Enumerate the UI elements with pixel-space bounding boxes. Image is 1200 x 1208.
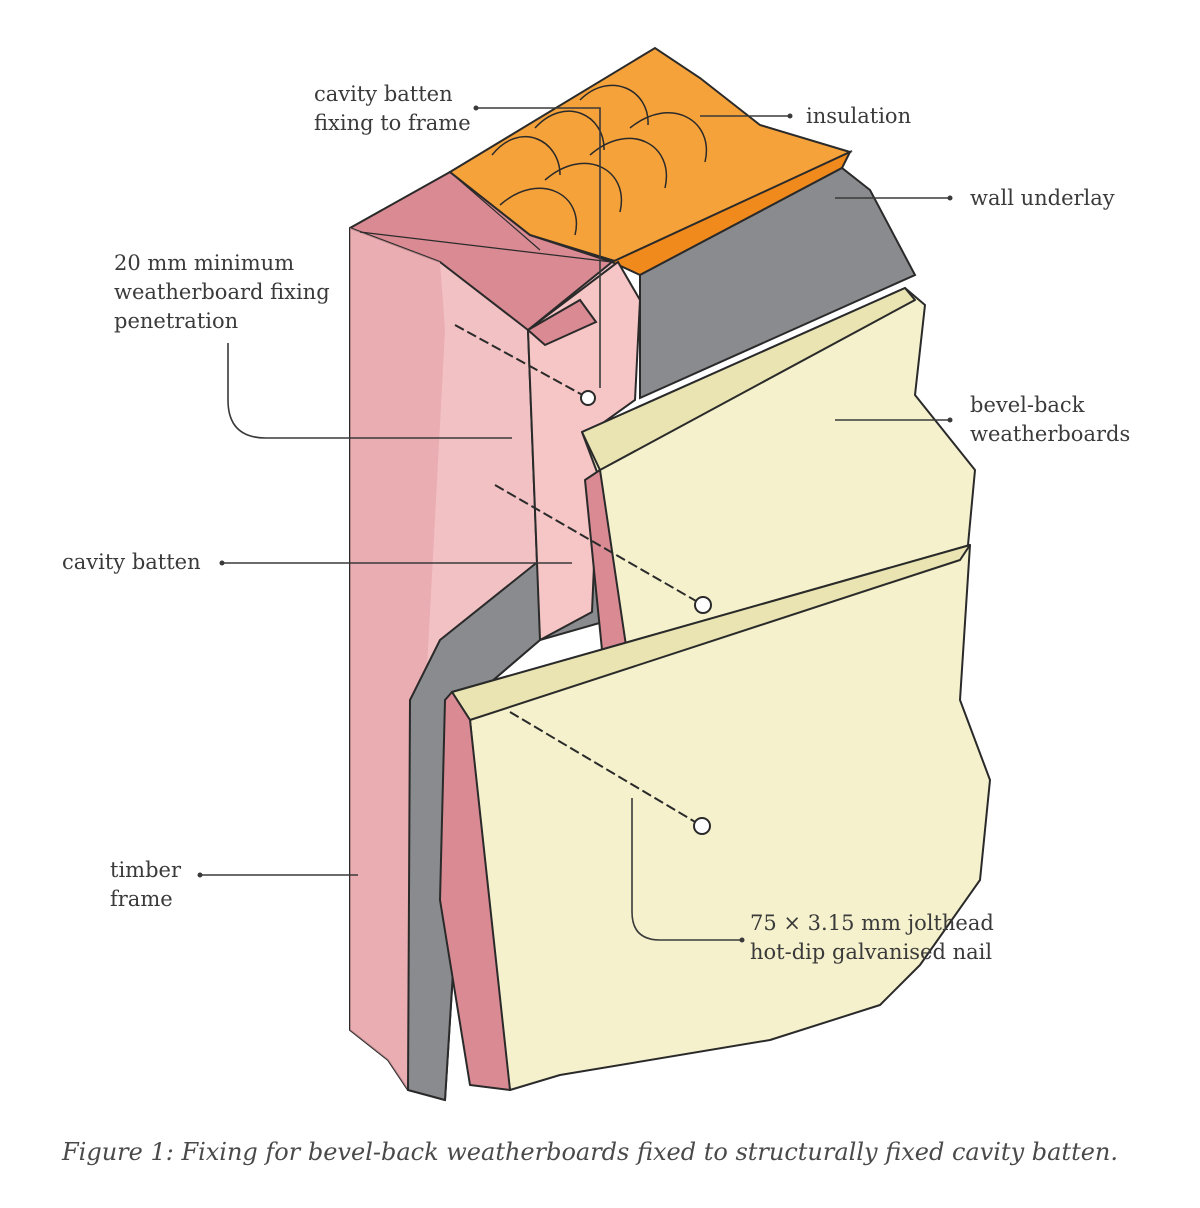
cavity-batten [526,260,642,642]
figure-caption: Figure 1: Fixing for bevel-back weatherb… [62,1138,1119,1166]
label-bevel-back-weatherboards: bevel-back weatherboards [970,393,1131,446]
nails [454,324,712,835]
label-insulation: insulation [806,104,912,128]
label-cavity-batten-fixing: cavity batten fixing to frame [314,82,471,135]
leader-dots [197,105,953,943]
label-timber-frame: timber frame [110,858,181,911]
label-fixing-penetration: 20 mm minimum weatherboard fixing penetr… [114,251,330,333]
label-nail: 75 × 3.15 mm jolthead hot-dip galvanised… [750,911,994,964]
label-cavity-batten: cavity batten [62,550,201,574]
leader-lines [200,107,950,941]
lower-weatherboard [439,544,991,1091]
label-wall-underlay: wall underlay [970,186,1115,210]
